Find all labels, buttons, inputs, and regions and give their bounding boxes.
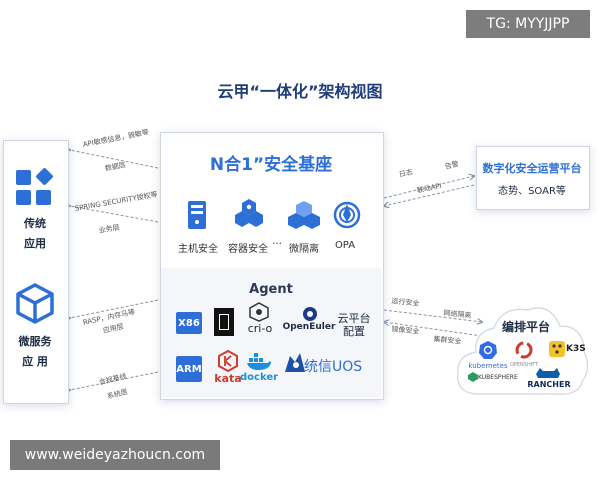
kata-label: kata bbox=[214, 372, 242, 385]
edge-to-ops-1 bbox=[383, 176, 474, 199]
docker-label: docker bbox=[240, 372, 279, 383]
left-apps-panel bbox=[3, 140, 69, 404]
rancher-label: RANCHER bbox=[527, 380, 571, 389]
kubernetes-icon bbox=[479, 341, 497, 359]
kata-icon bbox=[218, 350, 238, 372]
module-opa: OPA bbox=[334, 240, 356, 251]
rancher-icon bbox=[536, 368, 560, 378]
edge-to-ops-2 bbox=[384, 184, 475, 206]
openshift-label: OPENSHIFT bbox=[509, 362, 539, 368]
openeuler-icon bbox=[303, 307, 317, 321]
arm-chip: ARM bbox=[176, 356, 202, 382]
kubernetes-label: kubernetes bbox=[468, 362, 508, 370]
kubesphere-icon bbox=[468, 372, 478, 382]
traditional-app-icon bbox=[16, 168, 53, 205]
security-ops-title: 数字化安全运营平台 bbox=[482, 162, 582, 175]
diagram-title: 云甲“一体化”架构视图 bbox=[217, 82, 383, 101]
server-icon bbox=[188, 201, 206, 229]
module-micro-isolation: 微隔离 bbox=[289, 244, 319, 255]
uos-label: 统信UOS bbox=[304, 359, 363, 375]
x86-chip: X86 bbox=[176, 312, 202, 334]
microservice-app-label: 微服务 应 用 bbox=[18, 335, 52, 368]
container-cubes-icon bbox=[235, 199, 263, 227]
micro-isolation-icon bbox=[288, 201, 320, 229]
uos-lion-icon bbox=[285, 353, 305, 372]
module-ellipsis: … bbox=[272, 236, 282, 247]
chip-icon bbox=[214, 308, 234, 336]
docker-whale-icon bbox=[247, 353, 271, 370]
k3s-icon bbox=[549, 341, 565, 357]
crio-icon bbox=[249, 302, 269, 322]
watermark-top: TG: MYYJJPP bbox=[466, 10, 590, 38]
security-base-title: N合1”安全基座 bbox=[209, 155, 333, 175]
kubesphere-label: KUBESPHERE bbox=[478, 374, 518, 381]
module-host-security: 主机安全 bbox=[178, 244, 218, 255]
openshift-icon bbox=[515, 341, 533, 359]
openeuler-label: OpenEuler bbox=[282, 322, 336, 332]
orchestration-title: 编排平台 bbox=[501, 320, 550, 334]
edge-to-orch-2 bbox=[384, 322, 483, 337]
k3s-label: K3S bbox=[566, 344, 586, 354]
security-ops-subtitle: 态势、SOAR等 bbox=[498, 186, 566, 197]
traditional-app-label: 传统 应用 bbox=[24, 217, 46, 250]
opa-icon bbox=[333, 201, 361, 229]
crio-label: cri-o bbox=[247, 322, 273, 335]
microservice-cube-icon bbox=[16, 283, 54, 324]
cloud-config-label: 云平台 配置 bbox=[337, 312, 371, 338]
module-container-security: 容器安全 bbox=[228, 244, 268, 255]
agent-title: Agent bbox=[249, 282, 293, 297]
security-ops-panel bbox=[476, 146, 590, 210]
edge-to-orch-1 bbox=[383, 309, 482, 322]
watermark-bottom: www.weideyazhoucn.com bbox=[10, 440, 220, 470]
